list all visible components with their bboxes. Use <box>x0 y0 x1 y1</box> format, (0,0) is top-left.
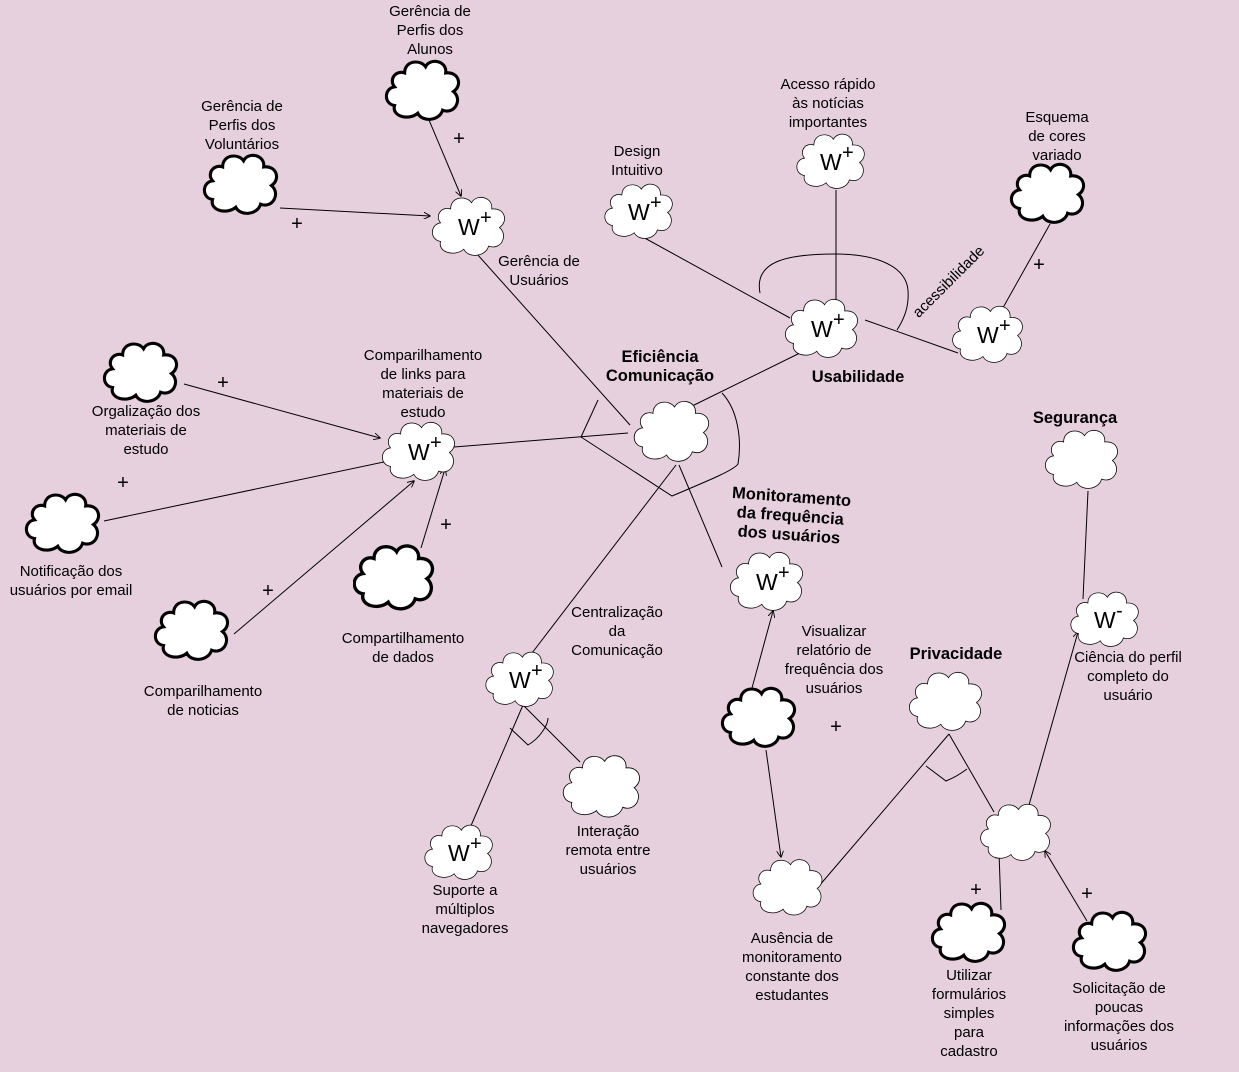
arc-centralizacao <box>509 717 549 746</box>
plus-organizacao: + <box>217 372 229 394</box>
edge-links-to-eficiencia <box>453 432 629 448</box>
edge-ciencia-seguranca <box>1082 490 1089 600</box>
edge-node-ciencia <box>1028 632 1078 806</box>
plus-noticias: + <box>262 580 274 602</box>
plus-cores: + <box>1033 254 1045 276</box>
edge-notificacao <box>103 461 385 522</box>
edge-usab-to-acessib <box>864 319 959 354</box>
softgoal-usabilidade: Usabilidade <box>812 368 905 386</box>
plus-dados: + <box>440 514 452 536</box>
ciencia-contribution-sign: - <box>1116 600 1123 622</box>
arc-eficiencia <box>580 392 740 497</box>
plus-formularios: + <box>970 879 982 901</box>
softgoal-monitoramento: Monitoramentoda frequênciados usuários <box>729 484 852 548</box>
edge-dados <box>420 469 445 549</box>
usabilidade-contribution-sign: + <box>833 309 845 331</box>
plus-perfis-voluntarios: + <box>291 213 303 235</box>
plus-solicitacao: + <box>1081 883 1093 905</box>
gerencia-usuarios-contribution-sign: + <box>480 207 492 229</box>
edges-layer <box>103 119 1089 922</box>
arc-privacidade <box>925 765 968 782</box>
gerencia-usuarios-w-label: W <box>458 214 480 240</box>
edge-cores <box>1000 223 1051 313</box>
edge-to-ausencia <box>765 749 781 857</box>
plus-notificacao: + <box>117 472 129 494</box>
centralizacao-contribution-sign: + <box>531 660 543 682</box>
compartilhamento-links-w-label: W <box>408 439 430 465</box>
acesso-rapido-w-label: W <box>820 149 842 175</box>
edge-interacao <box>522 704 581 763</box>
centralizacao-w-label: W <box>509 667 531 693</box>
monitoramento-w-label: W <box>756 569 778 595</box>
edge-formularios <box>999 852 1001 911</box>
arc-usabilidade <box>758 253 909 331</box>
compartilhamento-links-contribution-sign: + <box>430 432 442 454</box>
monitoramento-contribution-sign: + <box>778 562 790 584</box>
edge-gerencia-to-eficiencia <box>476 253 631 426</box>
suporte-w-label: W <box>448 840 470 866</box>
edge-monitoramento <box>678 464 723 568</box>
acesso-rapido-contribution-sign: + <box>842 142 854 164</box>
edge-usab-to-eficiencia <box>685 349 807 410</box>
plus-relatorio: + <box>830 716 842 738</box>
edge-organizacao <box>183 383 380 438</box>
edge-privacidade-node <box>948 733 995 813</box>
design-contribution-sign: + <box>650 192 662 214</box>
edge-perfis-voluntarios <box>279 207 430 216</box>
softgoal-privacidade: Privacidade <box>910 645 1003 663</box>
ciencia-w-label: W <box>1094 607 1116 633</box>
edge-centralizacao <box>531 464 677 654</box>
edge-ausencia-privacidade <box>818 733 950 887</box>
suporte-contribution-sign: + <box>470 833 482 855</box>
usabilidade-w-label: W <box>811 316 833 342</box>
edge-design <box>640 235 791 319</box>
acessibilidade-contribution-sign: + <box>999 315 1011 337</box>
design-w-label: W <box>628 199 650 225</box>
nodes-layer: W+W+W+W+W+W+W+W+W+W- <box>24 59 1148 972</box>
softgoal-seguranca: Segurança <box>1033 409 1118 427</box>
plus-perfis-alunos: + <box>453 128 465 150</box>
edge-solicitacao <box>1045 851 1088 922</box>
edge-noticias <box>233 481 414 635</box>
edge-suporte <box>469 704 524 829</box>
edge-perfis-alunos <box>428 119 461 196</box>
edge-relatorio <box>751 611 773 689</box>
acessibilidade-w-label: W <box>977 322 999 348</box>
